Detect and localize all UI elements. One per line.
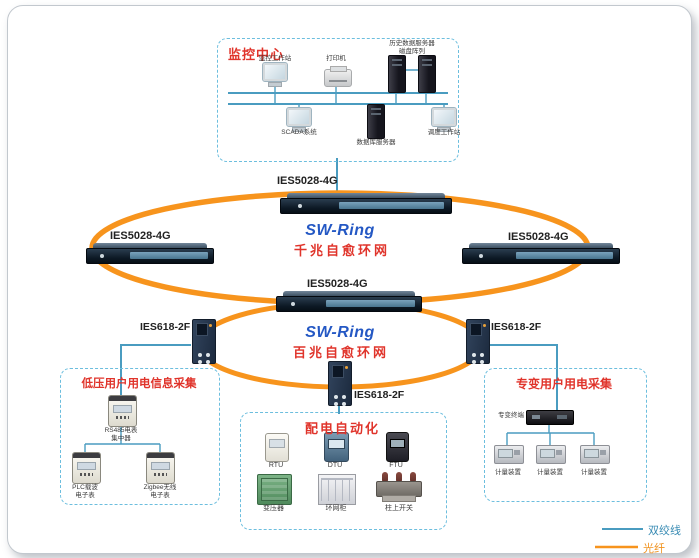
workstation-icon xyxy=(286,107,312,132)
twisted-pair-lines xyxy=(84,69,595,452)
monitoring-center-title: 监控中心 xyxy=(228,47,285,62)
distribution-title: 配电自动化 xyxy=(304,421,380,436)
rs485-meter-label: RS485电表 集中器 xyxy=(104,427,138,442)
rack-switch-icon-middle xyxy=(276,291,422,312)
switch-label-middle: IES5028-4G xyxy=(307,278,368,290)
rack-switch-icon-top xyxy=(280,193,452,214)
metering-label-1: 计量装置 xyxy=(495,469,521,476)
zigbee-meter-label: Zigbee无线 电子表 xyxy=(143,484,177,499)
fast-switch-label-bottom: IES618-2F xyxy=(354,389,405,401)
server-tower-icon xyxy=(388,55,406,93)
fast-ring-subtitle: 百兆自愈环网 xyxy=(292,345,389,360)
din-switch-icon-left xyxy=(192,319,216,364)
database-server-icon xyxy=(367,104,385,139)
metering-device-icon xyxy=(580,445,610,464)
din-switch-icon-bottom xyxy=(328,361,352,406)
server-tower-icon xyxy=(418,55,436,93)
gigabit-ring-subtitle: 千兆自愈环网 xyxy=(293,243,390,258)
workstation-icon xyxy=(431,107,457,132)
distribution-box xyxy=(240,412,447,530)
printer-icon xyxy=(324,66,352,87)
special-internal-lines xyxy=(506,423,595,445)
fast-switch-label-right: IES618-2F xyxy=(491,321,542,333)
low-voltage-internal-lines xyxy=(84,425,161,452)
ftu-device-icon xyxy=(386,432,409,462)
metering-label-2: 计量装置 xyxy=(537,469,563,476)
dispatch-label: 调度工作站 xyxy=(427,129,461,136)
plc-meter-label: PLC载波 电子表 xyxy=(72,484,98,499)
pole-switch-icon xyxy=(376,472,422,502)
monitoring-center-box xyxy=(217,38,459,162)
workstation-icon xyxy=(262,62,288,87)
history-server-label: 历史数据服务器 磁盘阵列 xyxy=(389,40,435,55)
transformer-cabinet-icon xyxy=(257,474,292,505)
low-voltage-title: 低压用户用电信息采集 xyxy=(81,378,197,390)
gigabit-ring-title: SW-Ring xyxy=(305,222,375,239)
switch-label-top: IES5028-4G xyxy=(277,175,338,187)
low-voltage-box xyxy=(60,368,220,505)
switch-label-left: IES5028-4G xyxy=(110,230,171,242)
fast-ring-title: SW-Ring xyxy=(305,324,375,341)
legend-fiber-label: 光纤 xyxy=(643,543,665,555)
fast-switch-label-left: IES618-2F xyxy=(140,321,191,333)
dtu-device-icon xyxy=(324,432,349,462)
ftu-label: FTU xyxy=(389,462,403,469)
ring-main-cabinet-icon xyxy=(318,474,356,505)
rtu-label: RTU xyxy=(268,462,284,469)
switch-label-right: IES5028-4G xyxy=(508,231,569,243)
diagram-card xyxy=(7,5,692,554)
din-switch-icon-right xyxy=(466,319,490,364)
rack-switch-icon-right xyxy=(462,243,620,264)
metering-device-icon xyxy=(536,445,566,464)
special-terminal-icon xyxy=(526,410,574,425)
printer-label: 打印机 xyxy=(326,55,346,62)
special-title: 专变用户用电采集 xyxy=(515,377,612,391)
branch-special-line xyxy=(488,344,558,412)
metering-device-icon xyxy=(494,445,524,464)
plc-meter-icon xyxy=(72,452,101,484)
scada-label: SCADA系统 xyxy=(281,129,317,136)
terminal-label: 专变终端 xyxy=(498,412,524,419)
special-box xyxy=(484,368,647,502)
legend-twisted-pair-label: 双绞线 xyxy=(648,525,681,537)
ring-cabinet-label: 环网柜 xyxy=(325,505,347,512)
rtu-device-icon xyxy=(265,433,289,462)
rack-switch-icon-left xyxy=(86,243,214,264)
pole-switch-label: 柱上开关 xyxy=(385,505,413,512)
branch-low-voltage-line xyxy=(120,344,191,397)
zigbee-meter-icon xyxy=(146,452,175,484)
rs485-meter-icon xyxy=(108,395,137,427)
metering-label-3: 计量装置 xyxy=(581,469,607,476)
workstation1-label: 监控工作站 xyxy=(258,55,292,62)
dtu-label: DTU xyxy=(327,462,343,469)
transformer-label: 变压器 xyxy=(263,505,284,512)
db-server-label: 数据库服务器 xyxy=(356,139,396,146)
